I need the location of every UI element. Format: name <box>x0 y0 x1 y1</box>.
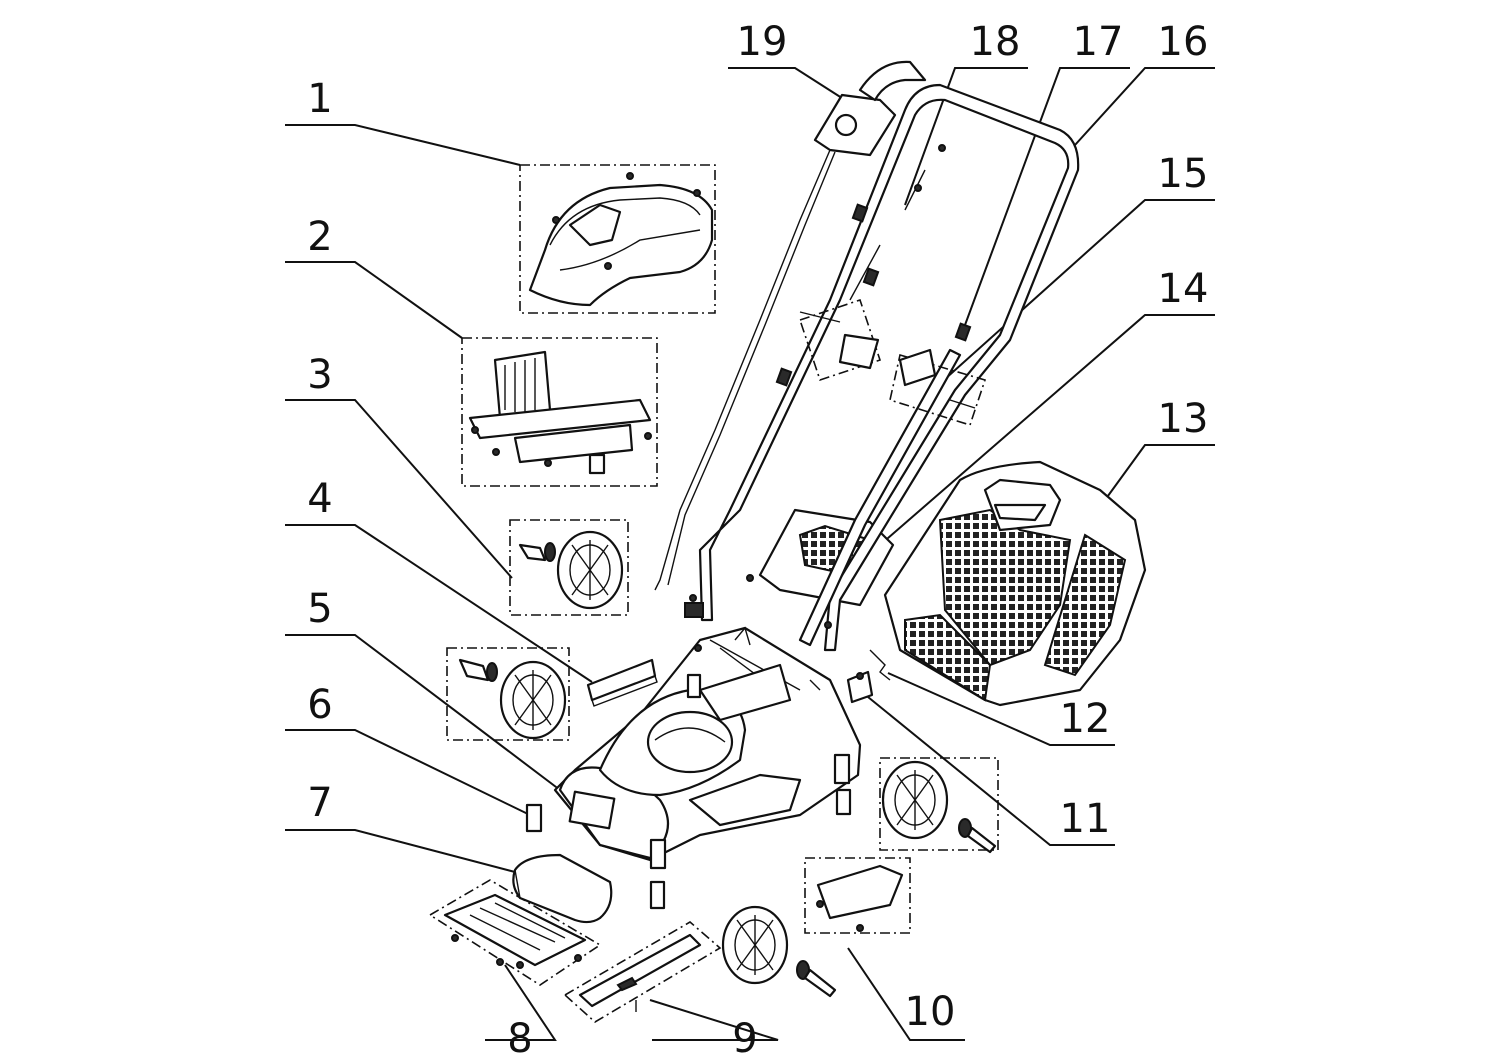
callout-17: 17 <box>1073 19 1124 65</box>
callout-2: 2 <box>307 214 332 260</box>
leader-18 <box>904 67 1028 206</box>
leader-1 <box>285 124 521 166</box>
leader-6 <box>285 729 531 816</box>
callout-9: 9 <box>732 1016 757 1060</box>
part-wheel-3 <box>509 519 629 616</box>
leader-14 <box>879 314 1215 546</box>
leader-12 <box>887 672 1115 746</box>
part-motor-cover <box>519 164 716 314</box>
leader-9 <box>649 999 779 1041</box>
callout-numbers: 1 2 3 4 5 6 7 8 9 10 11 12 13 14 15 16 1… <box>307 19 1208 1060</box>
part-motor-assembly <box>461 337 658 487</box>
callout-12: 12 <box>1060 696 1111 742</box>
part-handle <box>698 83 1080 652</box>
callout-3: 3 <box>307 352 332 398</box>
part-wheel-5 <box>446 647 570 741</box>
leader-10 <box>847 947 965 1041</box>
part-guard-bar <box>586 658 658 707</box>
part-handle-knobs <box>798 298 987 426</box>
part-grass-box <box>883 460 1147 707</box>
leader-17 <box>964 67 1130 326</box>
callout-16: 16 <box>1158 19 1209 65</box>
callout-11: 11 <box>1060 796 1111 842</box>
part-height-brackets <box>525 673 852 910</box>
part-front-cover <box>512 853 613 924</box>
callout-7: 7 <box>307 780 332 826</box>
leader-lines <box>285 67 1215 1041</box>
callout-8: 8 <box>507 1016 532 1060</box>
leader-13 <box>1104 444 1215 501</box>
leader-11 <box>867 696 1115 846</box>
part-underside-tray <box>428 879 602 986</box>
callout-15: 15 <box>1158 151 1209 197</box>
callout-14: 14 <box>1158 266 1209 312</box>
part-deck <box>553 626 862 862</box>
misc-screws <box>684 574 832 652</box>
part-spring-12 <box>869 649 891 681</box>
callout-4: 4 <box>307 476 332 522</box>
leader-5 <box>285 634 561 791</box>
callout-13: 13 <box>1158 396 1209 442</box>
part-switch-box <box>654 60 927 591</box>
callout-6: 6 <box>307 682 332 728</box>
callout-1: 1 <box>307 76 332 122</box>
part-blade <box>563 921 722 1023</box>
leader-2 <box>285 261 463 339</box>
part-wheel-rear-right <box>879 757 999 854</box>
leader-8 <box>485 964 557 1041</box>
callout-19: 19 <box>737 19 788 65</box>
leader-7 <box>285 829 516 873</box>
part-rear-flap <box>804 857 911 934</box>
part-wheel-front-right <box>721 905 837 998</box>
callout-18: 18 <box>970 19 1021 65</box>
leader-3 <box>285 399 513 579</box>
callout-5: 5 <box>307 586 332 632</box>
leader-4 <box>285 524 593 683</box>
leader-16 <box>1074 67 1215 146</box>
leader-19 <box>728 67 846 101</box>
part-clip-11 <box>846 670 874 704</box>
callout-10: 10 <box>905 989 956 1035</box>
